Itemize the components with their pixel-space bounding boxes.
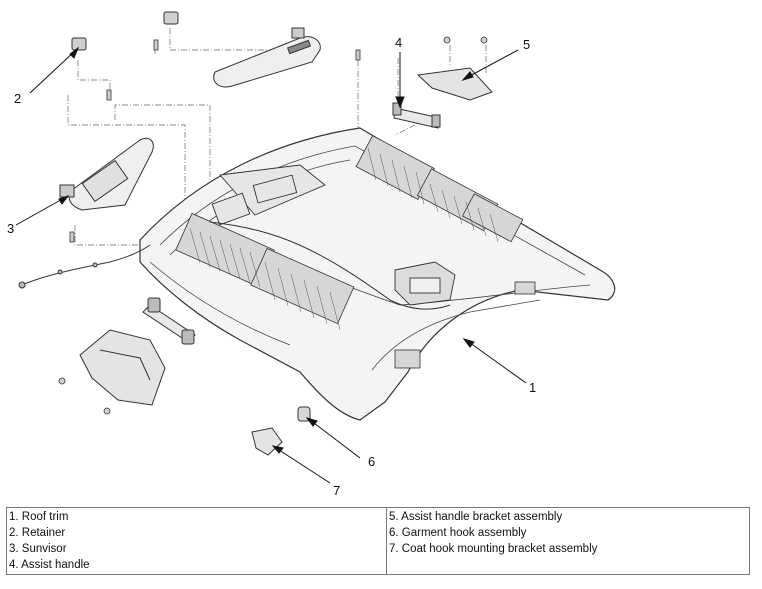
- legend-item-sunvisor: 3. Sunvisor: [9, 543, 67, 555]
- legend-left-column: 1. Roof trim 2. Retainer 3. Sunvisor 4. …: [6, 507, 387, 575]
- roof-trim-rib-blocks: [175, 135, 536, 369]
- legend-item-assist-handle-bracket: 5. Assist handle bracket assembly: [389, 511, 563, 523]
- callout-1: 1: [529, 380, 537, 395]
- wiring-harness: [18, 221, 451, 310]
- assist-handle-rear: [392, 102, 441, 129]
- callout-7: 7: [333, 483, 341, 498]
- legend-item-retainer: 2. Retainer: [9, 527, 66, 539]
- legend-item-assist-handle: 4. Assist handle: [9, 559, 90, 571]
- callout-6: 6: [368, 454, 376, 469]
- screws: [58, 36, 488, 415]
- legend-item-coat-hook-bracket: 7. Coat hook mounting bracket assembly: [389, 543, 598, 555]
- assist-handle-bracket-rear: [416, 67, 493, 101]
- legend-right-column: 5. Assist handle bracket assembly 6. Gar…: [386, 507, 750, 575]
- parts-legend-table: 1. Roof trim 2. Retainer 3. Sunvisor 4. …: [6, 507, 750, 575]
- callout-3: 3: [7, 221, 15, 236]
- retainer: [71, 11, 179, 51]
- roof-trim-hatching: [189, 147, 499, 331]
- headliner-exploded-diagram: [15, 11, 616, 484]
- sunvisor-left: [59, 137, 154, 211]
- assist-handle-bracket-front: [79, 329, 166, 406]
- callout-4: 4: [395, 35, 403, 50]
- legend-item-roof-trim: 1. Roof trim: [9, 511, 69, 523]
- assist-handle-front: [142, 297, 196, 345]
- overhead-console: [211, 164, 326, 226]
- callout-5: 5: [523, 37, 531, 52]
- callout-2: 2: [14, 91, 22, 106]
- sunvisor-right: [213, 27, 321, 88]
- leader-lines: [15, 46, 527, 484]
- dome-lamp: [394, 261, 456, 306]
- legend-item-garment-hook: 6. Garment hook assembly: [389, 527, 527, 539]
